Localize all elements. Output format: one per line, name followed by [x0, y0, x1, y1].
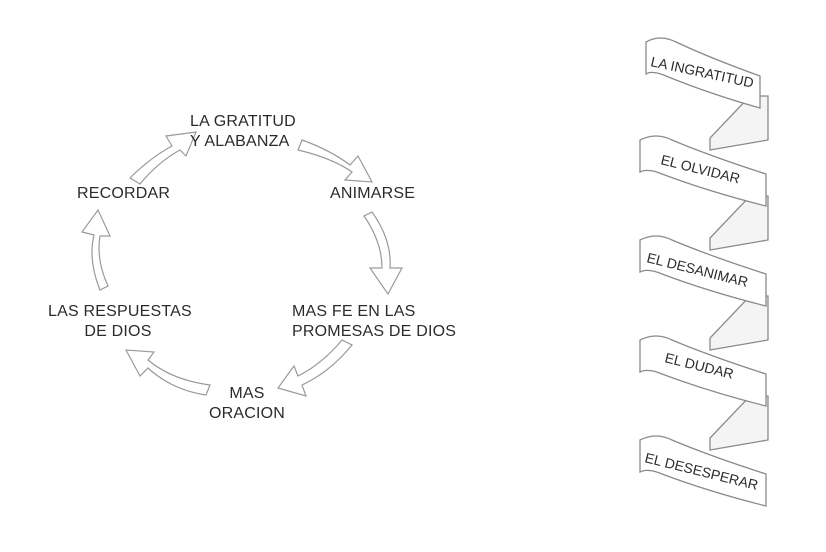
arrow-encourage-to-faith	[363, 211, 404, 296]
node-encourage: ANIMARSE	[330, 184, 415, 204]
node-remember: RECORDAR	[77, 184, 170, 204]
ribbon-panel-2	[639, 135, 767, 207]
ribbon-twist-1	[709, 95, 769, 151]
cycle-arrows	[80, 131, 404, 397]
ribbon-panel-4	[639, 335, 767, 407]
node-prayer-line2: ORACION	[208, 405, 286, 422]
ribbon-panel-3	[639, 235, 767, 307]
arrow-faith-to-prayer	[277, 339, 353, 397]
arrow-gratitude-to-encourage	[297, 139, 374, 183]
ribbon-panel-1	[645, 37, 761, 109]
node-answers-line1: LAS RESPUESTAS	[48, 303, 192, 320]
node-gratitude-line2: Y ALABANZA	[190, 133, 290, 150]
downward-spiral-diagram: LA INGRATITUD EL OLVIDAR EL DESANIMAR EL…	[600, 0, 826, 547]
ribbon-panel-5	[639, 435, 767, 507]
node-answers-line2: DE DIOS	[84, 323, 152, 340]
node-encourage-line1: ANIMARSE	[330, 185, 416, 202]
node-answers: LAS RESPUESTAS DE DIOS	[48, 302, 192, 342]
arrow-answers-to-recall	[80, 208, 111, 291]
node-faith-line1: MAS FE EN LAS	[292, 303, 416, 320]
arrow-prayer-to-answers	[124, 349, 211, 396]
node-prayer-line1: MAS	[229, 385, 265, 402]
node-gratitude-line1: LA GRATITUD	[190, 113, 296, 130]
arrow-recall-to-gratitude	[129, 131, 197, 185]
gratitude-cycle-diagram: LA GRATITUD Y ALABANZA ANIMARSE MAS FE E…	[48, 112, 456, 424]
node-remember-line1: RECORDAR	[77, 185, 171, 202]
node-faith: MAS FE EN LAS PROMESAS DE DIOS	[292, 302, 456, 342]
node-gratitude: LA GRATITUD Y ALABANZA	[190, 112, 296, 152]
node-prayer: MAS ORACION	[207, 384, 287, 424]
spiral-ribbon: LA INGRATITUD EL OLVIDAR EL DESANIMAR EL…	[639, 37, 769, 507]
node-faith-line2: PROMESAS DE DIOS	[292, 323, 457, 340]
